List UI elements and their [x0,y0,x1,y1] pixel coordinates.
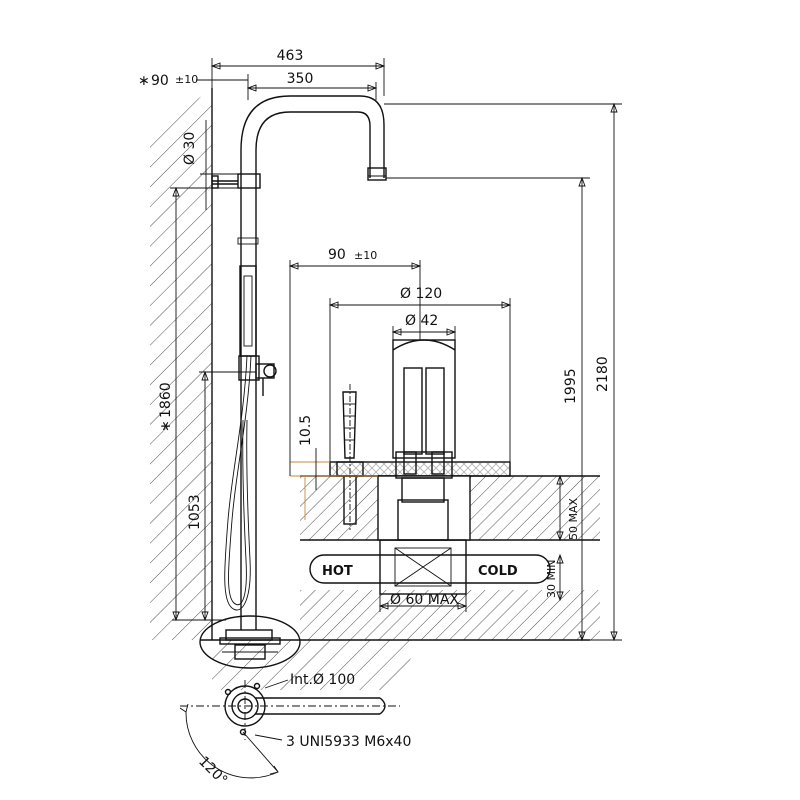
dim-50-max: 50 MAX [567,497,580,540]
dim-10-5: 10.5 [298,415,314,446]
dim-90-wall: 90 [151,73,169,89]
base-plate [199,615,301,669]
shower-hose [224,355,252,611]
floor [200,639,590,690]
dim-42: Ø 42 [405,313,438,329]
dim-1860: 1860 [158,382,174,418]
installation-detail [290,339,600,640]
dim-463: 463 [277,48,304,64]
dim-1995: 1995 [563,368,579,404]
plan-view [179,679,400,779]
label-hot: HOT [322,564,353,579]
dim-90-wall-prefix: ∗ [138,73,150,89]
label-angle: 120° [195,754,230,789]
dim-30: Ø 30 [182,132,198,165]
label-cold: COLD [478,564,518,579]
label-screws: 3 UNI5933 M6x40 [286,734,411,750]
dim-120: Ø 120 [400,286,442,302]
dim-90-detail-tol: ±10 [354,249,377,262]
dim-90-detail: 90 [328,247,346,263]
dim-350: 350 [287,71,314,87]
wall [150,88,213,640]
dim-2180: 2180 [595,356,611,392]
dimension-lines [170,58,622,642]
dim-1860-prefix: ∗ [158,420,174,432]
dim-90-wall-tol: ±10 [175,73,198,86]
dim-1053: 1053 [187,494,203,530]
dim-30-min: 30 MIN [545,560,558,598]
dim-60-max: Ø 60 MAX [390,592,459,608]
label-int-100: Int.Ø 100 [290,672,355,688]
shower-column [211,95,387,645]
